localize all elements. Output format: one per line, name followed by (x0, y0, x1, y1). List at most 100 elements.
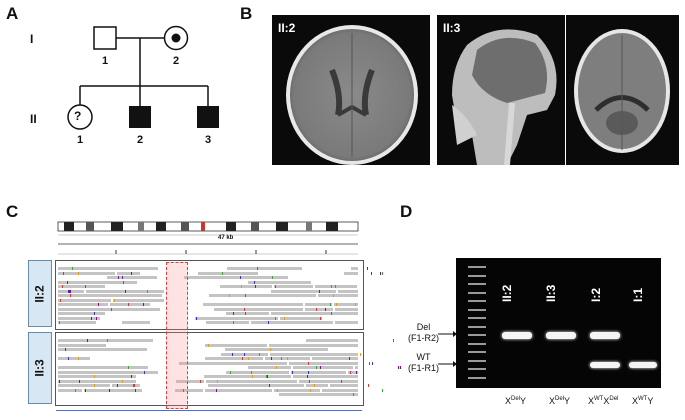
mismatch-mark (96, 316, 98, 320)
mismatch-mark (381, 271, 383, 275)
mismatch-mark (315, 307, 317, 311)
mismatch-mark (84, 285, 86, 288)
mismatch-mark (267, 375, 269, 378)
alignment-track-ii3[interactable] (55, 332, 401, 406)
brain-axial-ii3-image (574, 29, 670, 153)
band-del-ii3 (546, 332, 576, 339)
panel-letter-a: A (6, 4, 19, 23)
sequencing-read (289, 361, 358, 365)
sequencing-read (322, 388, 358, 392)
brain-axial-image (286, 25, 418, 165)
lane-label-i2: I:2 (589, 287, 603, 302)
mismatch-mark (291, 370, 293, 374)
mismatch-mark (208, 343, 210, 347)
mismatch-mark (59, 321, 61, 324)
mismatch-mark (113, 298, 115, 302)
sequencing-read (58, 303, 108, 306)
sequencing-read (299, 379, 358, 383)
mismatch-mark (107, 339, 109, 342)
sequencing-read (84, 388, 142, 392)
mismatch-mark (308, 361, 310, 365)
mismatch-mark (272, 276, 273, 279)
mismatch-mark (222, 271, 224, 275)
mismatch-mark (231, 352, 233, 356)
mismatch-mark (251, 375, 253, 378)
sequencing-read (58, 267, 158, 270)
mismatch-mark (367, 267, 369, 270)
sequencing-read (58, 294, 162, 297)
band-wt-i1 (629, 362, 657, 368)
mismatch-mark (108, 388, 110, 392)
mismatch-mark (355, 370, 357, 374)
sequencing-read (293, 375, 358, 378)
mismatch-mark (93, 312, 95, 315)
sequencing-read (204, 375, 291, 378)
mismatch-mark (267, 321, 269, 324)
ladder-band (468, 283, 486, 285)
alignment-track-ii2[interactable] (55, 260, 383, 330)
sequencing-read (335, 321, 358, 324)
sequencing-read (251, 321, 333, 324)
sequencing-read (58, 379, 136, 383)
sequencing-read (312, 357, 358, 360)
mismatch-mark (67, 280, 69, 284)
mri-label-ii3: II:3 (443, 21, 461, 35)
generation-label-2: II (30, 112, 37, 126)
sequencing-read (179, 361, 287, 365)
ladder-band (468, 291, 486, 294)
pedigree: I II ? 1 2 1 2 3 (0, 0, 230, 200)
band-label-del-name: Del (416, 322, 431, 332)
sequencing-read (348, 370, 358, 374)
sequencing-read (205, 357, 263, 360)
mismatch-mark (243, 307, 245, 311)
sequencing-read (220, 285, 272, 288)
mismatch-mark (199, 379, 201, 383)
mismatch-mark (68, 289, 70, 293)
sequencing-read (355, 366, 358, 369)
igv-viewer: 47 kb II:2 II:3 (28, 218, 401, 418)
sequencing-read (112, 384, 140, 387)
mismatch-mark (379, 271, 381, 275)
mismatch-mark (143, 303, 145, 306)
lane-label-ii3: II:3 (544, 284, 558, 302)
mismatch-mark (91, 316, 93, 320)
sample-tab-ii2[interactable]: II:2 (28, 260, 52, 327)
sequencing-read (175, 388, 203, 392)
ladder-band (468, 266, 486, 268)
mismatch-mark (265, 375, 267, 378)
mismatch-mark (243, 352, 245, 356)
sequencing-read (248, 366, 291, 369)
lane-label-ii2: II:2 (500, 284, 514, 302)
sequencing-read (305, 307, 333, 311)
sequencing-read (58, 285, 105, 288)
mismatch-mark (196, 316, 198, 320)
sequencing-read (226, 370, 289, 374)
mismatch-mark (349, 370, 351, 374)
sequencing-read (117, 271, 140, 275)
mismatch-mark (308, 370, 310, 374)
mismatch-mark (127, 303, 129, 306)
mismatch-mark (275, 366, 277, 369)
mismatch-mark (286, 357, 288, 360)
sample-tab-ii3[interactable]: II:3 (28, 332, 52, 404)
mismatch-mark (275, 316, 277, 320)
sequencing-read (205, 343, 267, 347)
mismatch-mark (130, 375, 132, 378)
mismatch-mark (270, 357, 272, 360)
mismatch-mark (59, 379, 61, 383)
mismatch-mark (393, 339, 395, 342)
mismatch-mark (62, 271, 64, 275)
mismatch-mark (382, 388, 384, 392)
arrow-del-icon (438, 331, 457, 337)
mismatch-mark (67, 289, 69, 293)
mismatch-mark (67, 357, 69, 360)
mismatch-mark (320, 316, 322, 320)
mismatch-mark (254, 280, 256, 284)
mismatch-mark (275, 285, 277, 288)
genotype-i1: XWTY (632, 396, 654, 406)
mismatch-mark (318, 289, 320, 293)
band-label-wt-primers: (F1-R1) (408, 363, 439, 373)
ladder-band (468, 317, 486, 319)
region-size-label: 47 kb (218, 235, 234, 241)
sequencing-read (205, 388, 272, 392)
